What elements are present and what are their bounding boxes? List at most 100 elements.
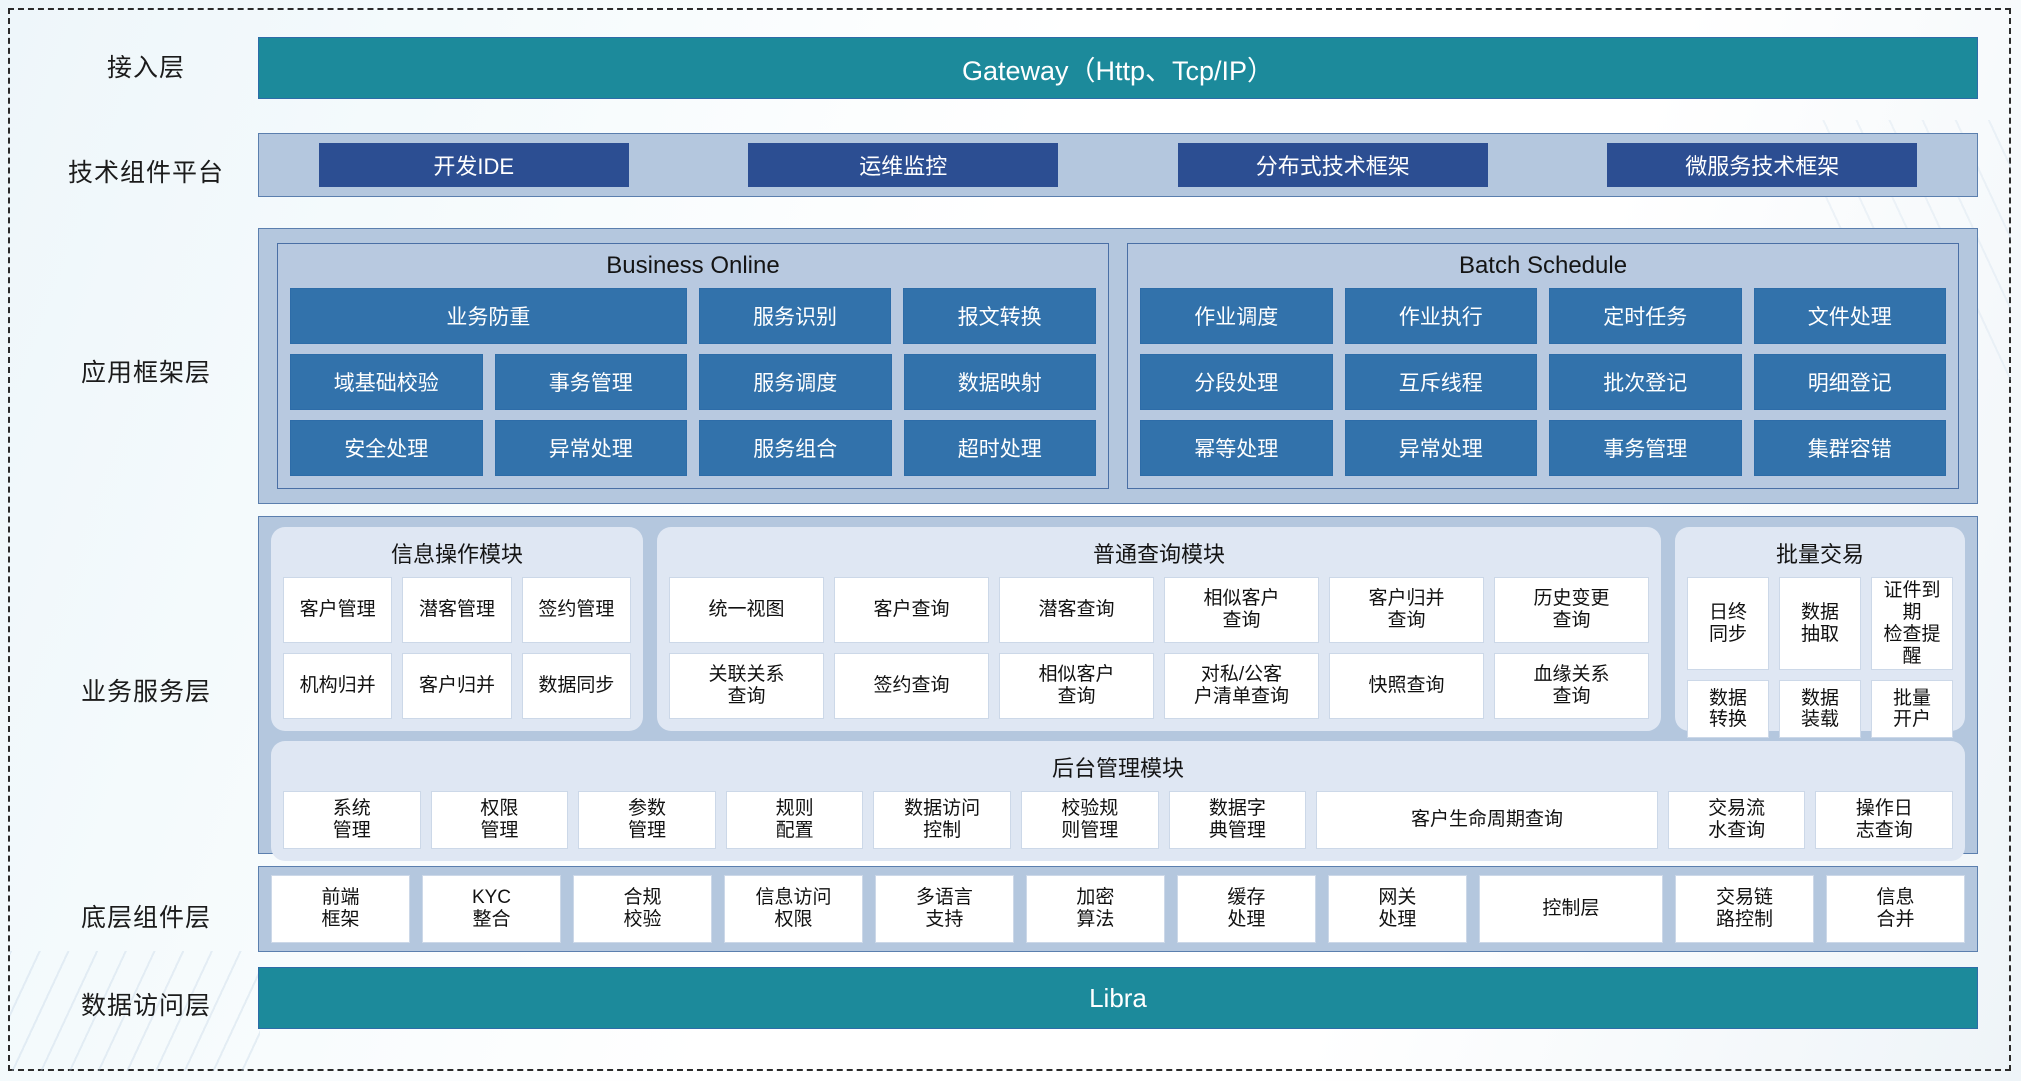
framework-group-grid-0: 业务防重服务识别报文转换域基础校验事务管理服务调度数据映射安全处理异常处理服务组… (290, 288, 1096, 476)
business-cell-2-0-0[interactable]: 日终同步 (1687, 577, 1769, 671)
framework-cell-0-0-2[interactable]: 报文转换 (903, 288, 1096, 344)
business-cell-0-1-1[interactable]: 客户归并 (402, 653, 512, 719)
framework-cell-1-1-3[interactable]: 明细登记 (1753, 354, 1946, 410)
base-component-cell-2[interactable]: 合规校验 (572, 875, 712, 943)
business-cell-0-0-0[interactable]: 客户管理 (283, 577, 393, 643)
business-cell-1-0-4[interactable]: 客户归并查询 (1329, 577, 1484, 643)
base-component-cell-9[interactable]: 交易链路控制 (1675, 875, 1814, 943)
business-cell-0-1-0[interactable]: 机构归并 (283, 653, 393, 719)
framework-cell-0-1-2[interactable]: 服务调度 (699, 354, 892, 410)
row-label-data-access: 数据访问层 (80, 992, 211, 1020)
admin-cell-2[interactable]: 参数管理 (578, 791, 716, 849)
framework-cell-0-2-2[interactable]: 服务组合 (699, 420, 892, 476)
tech-platform-button-0[interactable]: 开发IDE (318, 143, 629, 187)
framework-cell-1-2-3[interactable]: 集群容错 (1753, 420, 1946, 476)
admin-cell-6[interactable]: 数据字典管理 (1168, 791, 1307, 849)
framework-cell-1-1-1[interactable]: 互斥线程 (1344, 354, 1537, 410)
business-cell-2-0-1[interactable]: 数据抽取 (1779, 577, 1861, 671)
gateway-bar[interactable]: Gateway（Http、Tcp/IP） (258, 37, 1978, 99)
framework-cell-1-0-2[interactable]: 定时任务 (1549, 288, 1742, 344)
business-row-1-1: 关联关系查询签约查询相似客户查询对私/公客户清单查询快照查询血缘关系查询 (669, 653, 1649, 719)
admin-cell-5[interactable]: 校验规则管理 (1020, 791, 1159, 849)
framework-cell-0-1-1[interactable]: 事务管理 (494, 354, 687, 410)
framework-group-title-0: Business Online (606, 252, 780, 279)
business-cell-2-1-0[interactable]: 数据转换 (1687, 680, 1769, 739)
business-cell-1-1-5[interactable]: 血缘关系查询 (1494, 653, 1649, 719)
framework-cell-1-0-3[interactable]: 文件处理 (1753, 288, 1946, 344)
framework-cell-0-2-1[interactable]: 异常处理 (494, 420, 687, 476)
tech-platform-button-2[interactable]: 分布式技术框架 (1177, 143, 1488, 187)
business-cell-2-1-2[interactable]: 批量开户 (1871, 680, 1953, 739)
business-cell-0-1-2[interactable]: 数据同步 (521, 653, 631, 719)
business-row-2-1: 数据转换数据装载批量开户 (1687, 680, 1953, 739)
business-panel-1: 普通查询模块统一视图客户查询潜客查询相似客户查询客户归并查询历史变更查询关联关系… (657, 527, 1661, 731)
admin-module-title: 后台管理模块 (1051, 756, 1184, 781)
framework-row-1-2: 幂等处理异常处理事务管理集群容错 (1140, 420, 1946, 476)
business-row-2-0: 日终同步数据抽取证件到期检查提醒 (1687, 577, 1953, 671)
framework-cell-0-0-0[interactable]: 业务防重 (290, 288, 687, 344)
framework-cell-1-0-1[interactable]: 作业执行 (1344, 288, 1537, 344)
framework-cell-0-1-3[interactable]: 数据映射 (903, 354, 1096, 410)
business-cell-2-1-1[interactable]: 数据装载 (1779, 680, 1861, 739)
business-cell-1-1-2[interactable]: 相似客户查询 (999, 653, 1154, 719)
business-cell-2-0-2[interactable]: 证件到期检查提醒 (1871, 577, 1953, 671)
business-cell-1-0-5[interactable]: 历史变更查询 (1494, 577, 1649, 643)
framework-cell-1-2-0[interactable]: 幂等处理 (1140, 420, 1333, 476)
base-component-cell-5[interactable]: 加密算法 (1025, 875, 1165, 943)
framework-cell-1-1-0[interactable]: 分段处理 (1140, 354, 1333, 410)
business-cell-1-1-1[interactable]: 签约查询 (834, 653, 989, 719)
framework-cell-0-0-1[interactable]: 服务识别 (698, 288, 892, 344)
base-component-cell-3[interactable]: 信息访问权限 (723, 875, 863, 943)
framework-row-0-1: 域基础校验事务管理服务调度数据映射 (290, 354, 1096, 410)
business-cell-0-0-2[interactable]: 签约管理 (521, 577, 631, 643)
business-cell-0-0-1[interactable]: 潜客管理 (402, 577, 512, 643)
business-panel-2: 批量交易日终同步数据抽取证件到期检查提醒数据转换数据装载批量开户 (1675, 527, 1965, 739)
business-cell-1-0-1[interactable]: 客户查询 (834, 577, 989, 643)
business-cell-1-1-3[interactable]: 对私/公客户清单查询 (1164, 653, 1319, 719)
framework-cell-0-1-0[interactable]: 域基础校验 (290, 354, 483, 410)
framework-cell-0-2-0[interactable]: 安全处理 (290, 420, 483, 476)
base-component-cell-10[interactable]: 信息合并 (1825, 875, 1965, 943)
admin-module-panel: 后台管理模块 系统管理权限管理参数管理规则配置数据访问控制校验规则管理数据字典管… (271, 741, 1965, 861)
admin-cell-0[interactable]: 系统管理 (283, 791, 421, 849)
admin-cell-3[interactable]: 规则配置 (725, 791, 864, 849)
business-panel-title-1: 普通查询模块 (1092, 542, 1225, 567)
base-component-cell-8[interactable]: 控制层 (1478, 875, 1663, 943)
row-label-base-component: 底层组件层 (80, 904, 211, 932)
tech-platform-button-3[interactable]: 微服务技术框架 (1607, 143, 1918, 187)
base-component-cell-6[interactable]: 缓存处理 (1176, 875, 1316, 943)
framework-row-1-1: 分段处理互斥线程批次登记明细登记 (1140, 354, 1946, 410)
admin-cell-4[interactable]: 数据访问控制 (873, 791, 1011, 849)
admin-cell-8[interactable]: 交易流水查询 (1667, 791, 1806, 849)
base-component-cell-7[interactable]: 网关处理 (1327, 875, 1467, 943)
admin-cell-7[interactable]: 客户生命周期查询 (1316, 791, 1658, 849)
business-row-1-0: 统一视图客户查询潜客查询相似客户查询客户归并查询历史变更查询 (669, 577, 1649, 643)
business-cell-1-1-4[interactable]: 快照查询 (1329, 653, 1484, 719)
business-cell-1-1-0[interactable]: 关联关系查询 (669, 653, 824, 719)
admin-cell-9[interactable]: 操作日志查询 (1815, 791, 1954, 849)
framework-cell-1-1-2[interactable]: 批次登记 (1549, 354, 1742, 410)
framework-cell-1-0-0[interactable]: 作业调度 (1140, 288, 1333, 344)
admin-module-cells-row: 系统管理权限管理参数管理规则配置数据访问控制校验规则管理数据字典管理客户生命周期… (283, 791, 1954, 849)
admin-cell-1[interactable]: 权限管理 (430, 791, 569, 849)
data-access-bar[interactable]: Libra (258, 967, 1978, 1029)
business-panel-grid-1: 统一视图客户查询潜客查询相似客户查询客户归并查询历史变更查询关联关系查询签约查询… (669, 577, 1649, 719)
base-component-cell-4[interactable]: 多语言支持 (874, 875, 1014, 943)
framework-cell-0-2-3[interactable]: 超时处理 (903, 420, 1096, 476)
tech-platform-band: 开发IDE 运维监控 分布式技术框架 微服务技术框架 (258, 133, 1978, 197)
tech-platform-button-1[interactable]: 运维监控 (748, 143, 1059, 187)
row-label-access: 接入层 (106, 54, 185, 82)
row-label-business-service: 业务服务层 (80, 678, 211, 706)
framework-cell-1-2-1[interactable]: 异常处理 (1344, 420, 1537, 476)
row-label-app-framework: 应用框架层 (80, 359, 211, 387)
business-cell-1-0-3[interactable]: 相似客户查询 (1164, 577, 1319, 643)
business-row-0-1: 机构归并客户归并数据同步 (283, 653, 631, 719)
base-component-cell-0[interactable]: 前端框架 (271, 875, 410, 943)
business-cell-1-0-0[interactable]: 统一视图 (669, 577, 824, 643)
business-cell-1-0-2[interactable]: 潜客查询 (999, 577, 1154, 643)
framework-cell-1-2-2[interactable]: 事务管理 (1549, 420, 1742, 476)
